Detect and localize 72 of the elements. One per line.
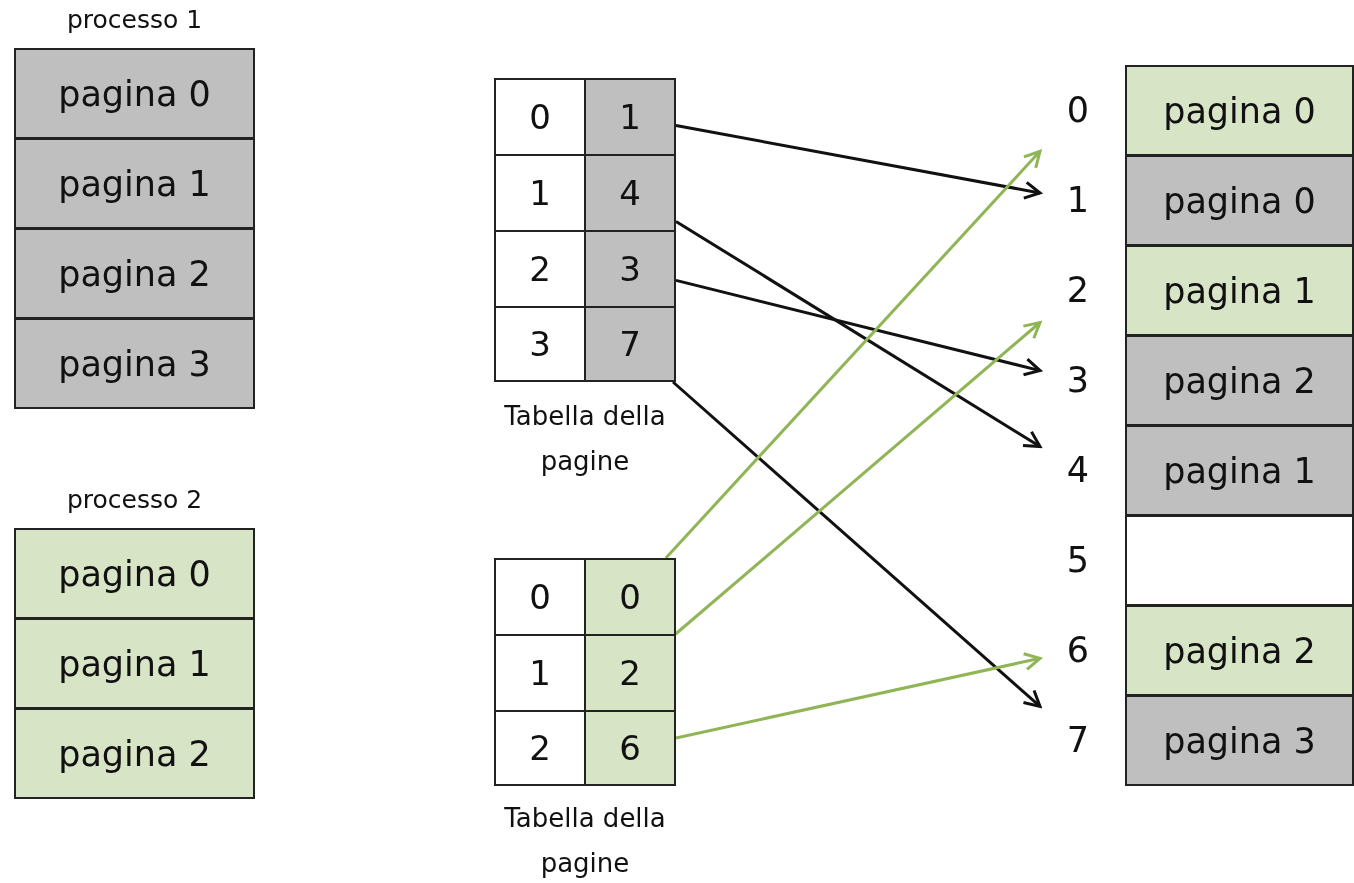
page-label: pagina 3	[58, 343, 211, 384]
page-box	[14, 618, 255, 709]
frame-number: 3	[1040, 335, 1116, 425]
page-label: pagina 0	[1163, 90, 1316, 131]
arrow	[675, 124, 1042, 200]
table-cell	[584, 558, 676, 636]
page-label: pagina 0	[58, 553, 211, 594]
memory-frame	[1125, 515, 1354, 606]
page-label: pagina 3	[1163, 720, 1316, 761]
table-caption: Tabella della pagine	[503, 400, 667, 478]
page-label: pagina 2	[1163, 630, 1316, 671]
page-label: pagina 1	[58, 163, 211, 204]
frame-number: 5	[1040, 515, 1116, 605]
memory-frame	[1125, 245, 1354, 336]
page-label: pagina 2	[58, 733, 211, 774]
table-cell	[584, 710, 676, 786]
table-cell	[584, 634, 676, 712]
table-cell	[584, 306, 676, 382]
arrow	[664, 149, 1042, 559]
page-box	[14, 708, 255, 799]
frame-number: 6	[1040, 605, 1116, 695]
memory-frame	[1125, 155, 1354, 246]
process-label: processo 2	[65, 485, 204, 514]
table-value: 3	[619, 249, 641, 289]
memory-frame	[1125, 425, 1354, 516]
page-box	[14, 48, 255, 139]
table-value: 1	[529, 653, 551, 693]
arrow	[672, 380, 1042, 708]
memory-frame	[1125, 605, 1354, 696]
table-value: 2	[529, 249, 551, 289]
table-value: 4	[619, 173, 641, 213]
page-label: pagina 2	[58, 253, 211, 294]
memory-frame	[1125, 335, 1354, 426]
page-label: pagina 2	[1163, 360, 1316, 401]
table-cell	[584, 78, 676, 156]
process-label: processo 1	[65, 5, 204, 34]
page-label: pagina 1	[58, 643, 211, 684]
memory-frame	[1125, 695, 1354, 786]
page-box	[14, 228, 255, 319]
frame-number: 4	[1040, 425, 1116, 515]
page-label: pagina 0	[1163, 180, 1316, 221]
frame-number: 0	[1040, 65, 1116, 155]
table-value: 1	[619, 97, 641, 137]
table-cell	[584, 230, 676, 308]
table-value: 0	[619, 577, 641, 617]
table-value: 2	[529, 728, 551, 768]
memory-frame	[1125, 65, 1354, 156]
table-value: 2	[619, 653, 641, 693]
table-cell	[494, 306, 586, 382]
table-value: 1	[529, 173, 551, 213]
page-label: pagina 1	[1163, 270, 1316, 311]
table-cell	[494, 558, 586, 636]
arrow	[675, 278, 1042, 377]
frame-number: 7	[1040, 695, 1116, 785]
table-value: 7	[619, 324, 641, 364]
table-cell	[584, 154, 676, 232]
arrow	[675, 652, 1042, 740]
page-box	[14, 138, 255, 229]
page-box	[14, 318, 255, 409]
frame-number: 2	[1040, 245, 1116, 335]
table-cell	[494, 78, 586, 156]
frame-number: 1	[1040, 155, 1116, 245]
table-value: 0	[529, 97, 551, 137]
table-value: 3	[529, 324, 551, 364]
table-caption: Tabella della pagine	[503, 802, 667, 880]
page-label: pagina 0	[58, 73, 211, 114]
page-box	[14, 528, 255, 619]
table-value: 0	[529, 577, 551, 617]
table-value: 6	[619, 728, 641, 768]
arrow	[675, 220, 1042, 448]
page-label: pagina 1	[1163, 450, 1316, 491]
table-cell	[494, 710, 586, 786]
